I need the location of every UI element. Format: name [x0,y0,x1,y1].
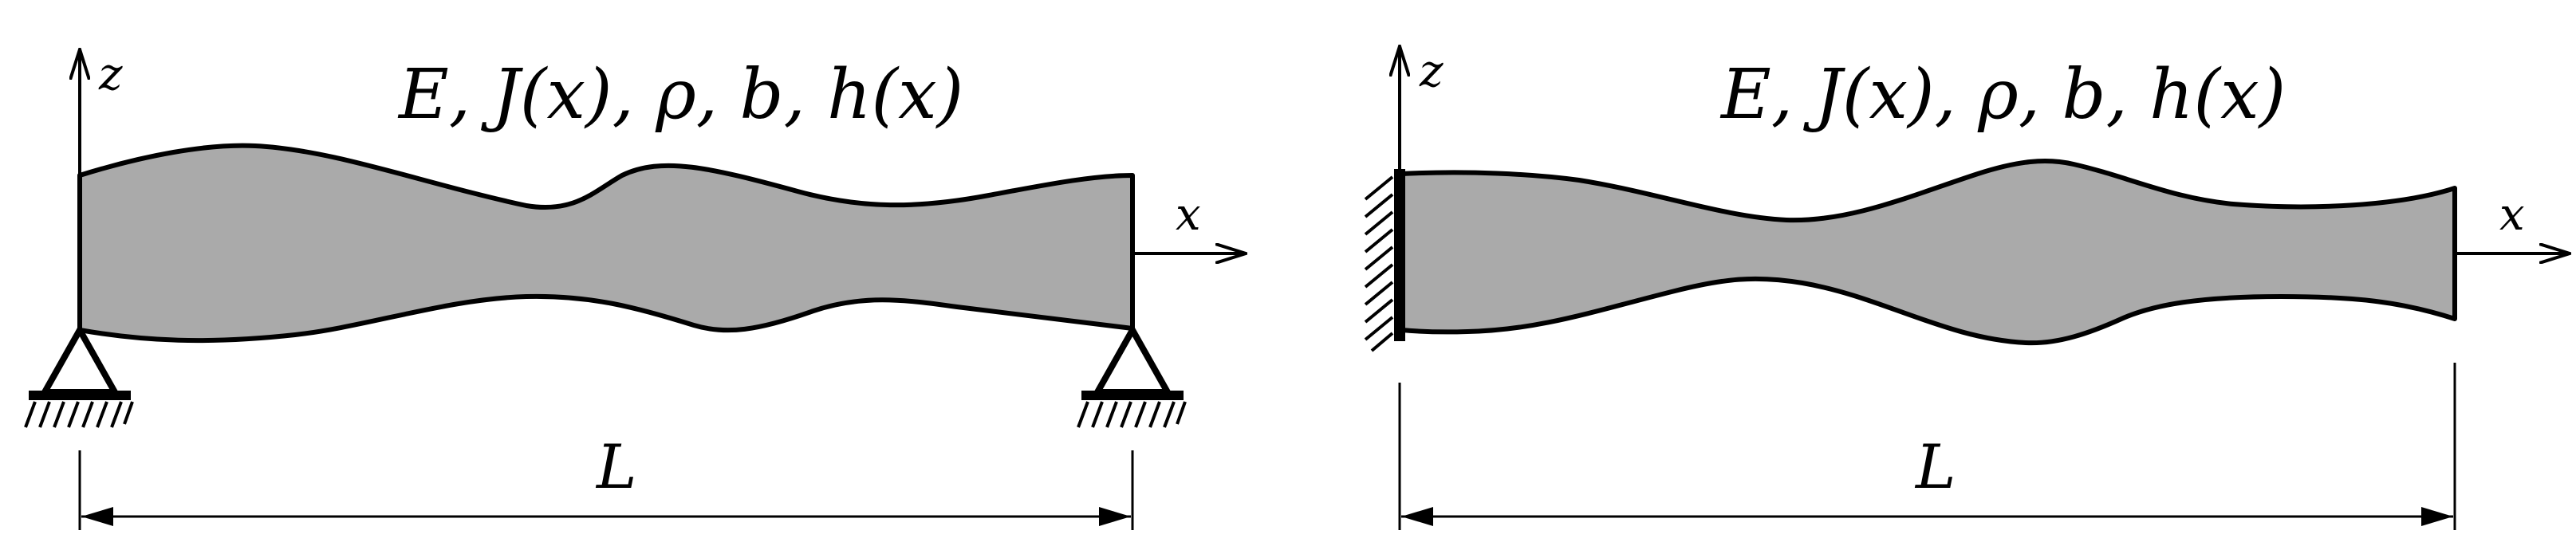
clamped-wall-hatch [1364,175,1394,352]
left-length-dimension [78,450,1134,530]
left-z-label: z [98,49,123,100]
left-pin-ground-hatch [24,401,134,428]
right-pin-ground-hatch [1077,401,1187,428]
left-params-label: E, J(x), ρ, b, h(x) [397,55,963,135]
left-x-label: x [1176,189,1201,241]
left-beam-body [77,143,1135,344]
right-length-label: L [1914,431,1956,502]
right-x-label: x [2499,189,2525,241]
right-pin-support [1077,323,1187,428]
left-pin-support [24,323,134,428]
right-z-label: z [1419,45,1444,97]
right-beam-body [1400,159,2457,346]
right-beam-group: z x E, J(x), ρ, b, h(x) L [1364,45,2570,530]
right-params-label: E, J(x), ρ, b, h(x) [1719,55,2286,135]
left-length-label: L [595,431,636,502]
right-length-dimension [1398,363,2456,530]
clamped-wall-support [1364,169,1405,352]
left-beam-group: z x E, J(x), ρ, b, h(x) [24,49,1246,530]
